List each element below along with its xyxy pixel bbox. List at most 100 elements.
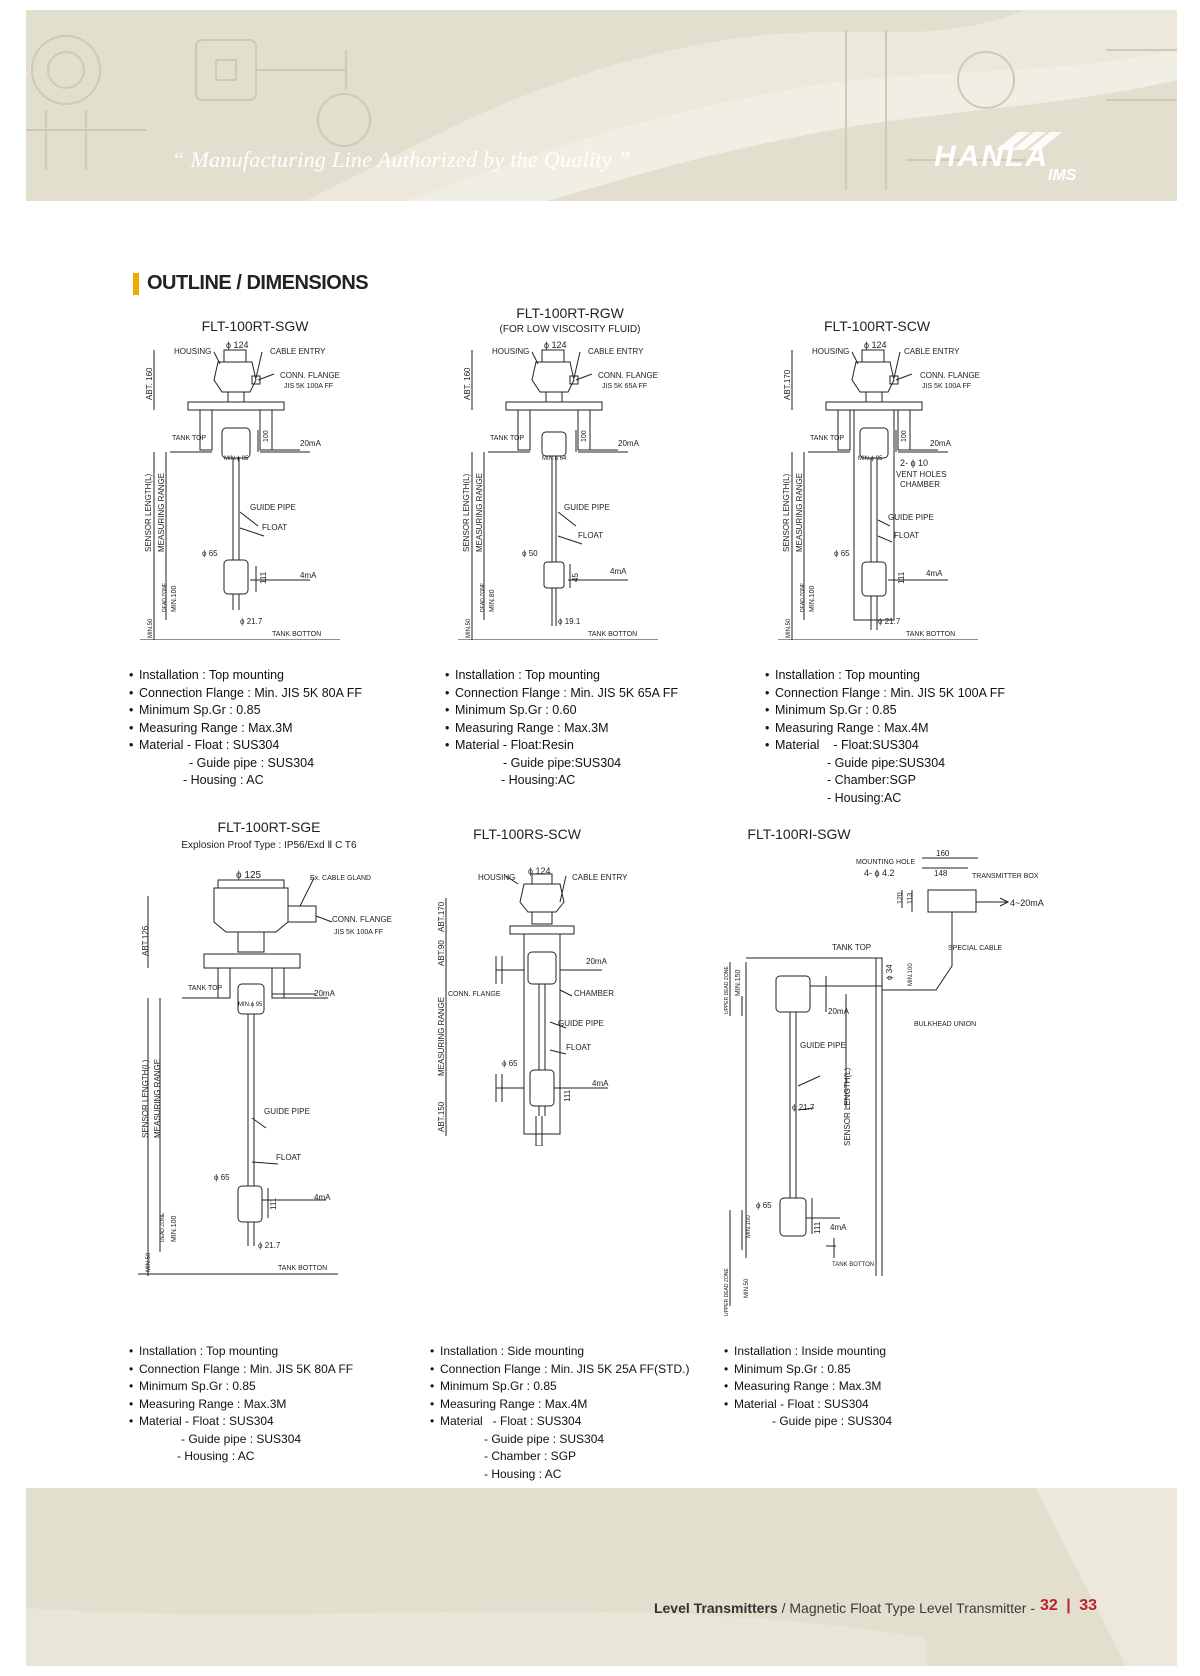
sgw-label-min50: MIN.50 — [148, 618, 154, 638]
ri-label-bulkhead-union: BULKHEAD UNION — [914, 1021, 976, 1028]
spec-item: Minimum Sp.Gr : 0.85 — [129, 1378, 353, 1396]
rgw-label-4ma: 4mA — [610, 567, 627, 576]
rgw-label-conn-flange: CONN. FLANGE — [598, 371, 658, 380]
spec-item: - Housing:AC — [501, 773, 576, 787]
spec-item: Minimum Sp.Gr : 0.85 — [430, 1378, 689, 1396]
sge-label-dead-zone: DEAD ZONE — [160, 1212, 166, 1242]
ri-label-min50: MIN.50 — [744, 1278, 750, 1298]
section-title-text: OUTLINE / DIMENSIONS — [147, 272, 369, 294]
spec-item: Connection Flange : Min. JIS 5K 80A FF — [129, 1361, 353, 1379]
rs-label-chamber: CHAMBER — [574, 989, 614, 998]
drawing-rs-scw: HOUSING ϕ 124 CABLE ENTRY ABT.170 ABT.90… — [437, 866, 628, 1146]
spec-item: Measuring Range : Max.3M — [129, 1396, 353, 1414]
rs-label-20ma: 20mA — [586, 957, 608, 966]
spec-item: Material - Float:SUS304 — [765, 737, 1005, 755]
ri-label-20ma: 20mA — [828, 1007, 850, 1016]
sge-label-dia-top: ϕ 125 — [236, 870, 262, 881]
spec-item: - Housing:AC — [827, 790, 902, 805]
spec-item: Connection Flange : Min. JIS 5K 80A FF — [129, 685, 362, 703]
sge-label-float-len: 111 — [269, 1197, 278, 1210]
spec-item: Minimum Sp.Gr : 0.60 — [445, 702, 678, 720]
scw-label-min-dia: MIN.ϕ 95 — [858, 456, 883, 462]
spec-item: Measuring Range : Max.3M — [445, 720, 678, 738]
ri-label-mounting-hole: MOUNTING HOLE — [856, 859, 915, 866]
rs-label-cable-entry: CABLE ENTRY — [572, 873, 628, 882]
spec-item: Material - Float : SUS304 — [129, 1413, 353, 1431]
spec-item: Installation : Top mounting — [445, 667, 678, 685]
spec-item: Installation : Top mounting — [765, 667, 1005, 685]
spec-list-ri-sgw: Installation : Inside mounting Minimum S… — [724, 1343, 892, 1431]
spec-list-sgw: Installation : Top mounting Connection F… — [129, 667, 362, 790]
ri-label-tank-top: TANK TOP — [832, 943, 871, 952]
model-subtitle-sge: Explosion Proof Type : IP56/Exd Ⅱ C T6 — [181, 840, 357, 851]
spec-item: Connection Flange : Min. JIS 5K 100A FF — [765, 685, 1005, 703]
sge-label-float: FLOAT — [276, 1153, 301, 1162]
rs-label-4ma: 4mA — [592, 1079, 609, 1088]
sgw-label-measuring-range: MEASURING RANGE — [157, 473, 166, 552]
ri-label-lower-dead-zone: UPPER DEAD ZONE — [724, 1268, 730, 1316]
spec-item: Installation : Inside mounting — [724, 1343, 892, 1361]
rs-label-abt150: ABT.150 — [437, 1101, 446, 1132]
scw-label-float: FLOAT — [894, 531, 919, 540]
spec-item: Measuring Range : Max.3M — [724, 1378, 892, 1396]
rgw-label-float-dia: ϕ 50 — [522, 549, 538, 558]
sge-label-flange-spec: JIS 5K 100A FF — [334, 929, 383, 936]
ri-label-transmitter-box: TRANSMITTER BOX — [972, 873, 1039, 880]
sgw-label-min100: MIN.100 — [171, 585, 178, 612]
sgw-label-cable-entry: CABLE ENTRY — [270, 347, 326, 356]
footer-background-art — [26, 1488, 1177, 1666]
ri-label-special-cable: SPECIAL CABLE — [948, 945, 1003, 952]
rs-label-abt170: ABT.170 — [437, 901, 446, 932]
spec-item: Material - Float : SUS304 — [724, 1396, 892, 1414]
spec-item: - Guide pipe:SUS304 — [503, 755, 622, 770]
sge-label-tank-top: TANK TOP — [188, 985, 223, 992]
spec-item: Material - Float:Resin — [445, 737, 678, 755]
rs-label-float-dia: ϕ 65 — [502, 1059, 518, 1068]
ri-label-float-dia: ϕ 65 — [756, 1201, 772, 1210]
rgw-label-sensor-length: SENSOR LENGTH(L) — [462, 473, 471, 552]
scw-label-tank-top: TANK TOP — [810, 435, 845, 442]
sge-label-guide-pipe: GUIDE PIPE — [264, 1107, 310, 1116]
sge-label-20ma: 20mA — [314, 989, 336, 998]
scw-label-chamber: CHAMBER — [900, 480, 940, 489]
model-title-scw: FLT-100RT-SCW — [823, 318, 931, 334]
sgw-label-20ma: 20mA — [300, 439, 322, 448]
scw-label-cable-entry: CABLE ENTRY — [904, 347, 960, 356]
spec-list-scw: Installation : Top mounting Connection F… — [765, 667, 1005, 807]
sgw-label-dead-zone: DEAD ZONE — [162, 582, 168, 612]
ri-label-float-len: 111 — [813, 1221, 822, 1234]
rgw-label-housing: HOUSING — [492, 347, 529, 356]
scw-label-float-dia: ϕ 65 — [834, 549, 850, 558]
scw-label-abt: ABT.170 — [783, 369, 792, 400]
spec-item: Material - Float : SUS304 — [129, 737, 362, 755]
scw-label-min50: MIN.50 — [786, 618, 792, 638]
rgw-label-dim-100: 100 — [581, 430, 588, 442]
sge-label-min50: MIN.50 — [146, 1252, 152, 1272]
spec-list-rgw: Installation : Top mounting Connection F… — [445, 667, 678, 790]
footer-category: Level Transmitters — [653, 1600, 778, 1616]
ri-label-sensor-length: SENSOR LENGTH(L) — [843, 1067, 852, 1146]
sge-label-tank-bottom: TANK BOTTON — [278, 1265, 327, 1272]
ri-label-min100: MIN.100 — [746, 1215, 752, 1238]
footer-band — [26, 1488, 1177, 1666]
sgw-label-float: FLOAT — [262, 523, 287, 532]
spec-item: Installation : Top mounting — [129, 1343, 353, 1361]
drawing-ri-sgw: MOUNTING HOLE 4- ϕ 4.2 160 148 TRANSMITT… — [724, 849, 1044, 1316]
spec-item: Measuring Range : Max.4M — [430, 1396, 689, 1414]
sgw-label-tank-bottom: TANK BOTTON — [272, 631, 321, 638]
ri-label-dim148: 148 — [934, 869, 948, 878]
scw-label-dim-100: 100 — [901, 430, 908, 442]
sgw-label-dim-100: 100 — [263, 430, 270, 442]
rgw-label-cable-entry: CABLE ENTRY — [588, 347, 644, 356]
ri-label-dia34: ϕ 34 — [885, 964, 894, 980]
spec-item: Installation : Top mounting — [129, 667, 362, 685]
sge-label-4ma: 4mA — [314, 1193, 331, 1202]
rgw-label-measuring-range: MEASURING RANGE — [475, 473, 484, 552]
sge-label-measuring-range: MEASURING RANGE — [153, 1059, 162, 1138]
scw-label-conn-flange: CONN. FLANGE — [920, 371, 980, 380]
sgw-label-sensor-length: SENSOR LENGTH(L) — [144, 473, 153, 552]
scw-label-min100: MIN.100 — [809, 585, 816, 612]
rs-label-guide-pipe: GUIDE PIPE — [558, 1019, 604, 1028]
sge-label-conn-flange: CONN. FLANGE — [332, 915, 392, 924]
sge-label-abt: ABT.126 — [141, 925, 150, 956]
